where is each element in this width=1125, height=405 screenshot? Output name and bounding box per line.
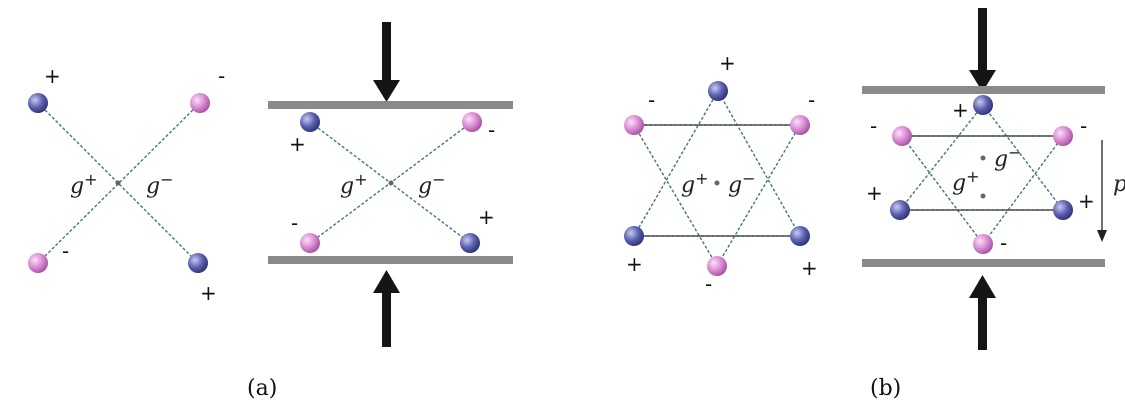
negative-ion — [892, 126, 912, 146]
plus-sign: + — [952, 98, 969, 122]
plus-sign: + — [44, 64, 61, 88]
plus-sign: + — [866, 181, 883, 205]
arrow-up-icon — [373, 270, 400, 293]
g-plus-label: g+ — [952, 167, 980, 196]
arrow-down-icon — [373, 80, 400, 102]
arrow-shaft — [978, 297, 987, 350]
arrow-shaft — [978, 8, 987, 70]
triangle-negative — [900, 135, 1065, 246]
minus-sign: - — [218, 64, 225, 88]
center-dot — [714, 180, 720, 186]
bottom-plate — [862, 259, 1105, 267]
plus-sign: + — [626, 252, 643, 276]
negative-ion — [973, 234, 993, 254]
g-minus-label: g− — [418, 170, 446, 199]
negative-ion — [624, 115, 644, 135]
positive-ion — [890, 200, 910, 220]
arrow-shaft — [382, 22, 391, 80]
plus-sign: + — [289, 132, 306, 156]
g-plus-label: g+ — [70, 170, 98, 199]
arrow-down-icon — [969, 70, 996, 92]
minus-sign: - — [488, 118, 495, 142]
arrow-shaft — [382, 292, 391, 347]
arrow-up-icon — [969, 275, 996, 298]
g-plus-label: g+ — [340, 170, 368, 199]
triangle-positive — [632, 89, 802, 237]
g-minus-label: g− — [728, 169, 756, 198]
minus-sign: - — [1080, 114, 1087, 138]
top-plate — [268, 101, 513, 109]
positive-ion — [300, 112, 320, 132]
caption-a: (a) — [247, 376, 277, 401]
minus-sign: - — [808, 88, 815, 112]
negative-ion — [190, 93, 210, 113]
triangle-negative — [632, 124, 802, 268]
positive-ion — [28, 93, 48, 113]
plus-sign: + — [801, 256, 818, 280]
positive-ion — [188, 253, 208, 273]
minus-sign: - — [870, 114, 877, 138]
g-minus-label: g− — [146, 170, 174, 199]
minus-sign: - — [62, 239, 69, 263]
center-dot — [388, 180, 394, 186]
negative-ion — [1053, 126, 1073, 146]
plus-sign: + — [1078, 189, 1095, 213]
top-plate — [862, 86, 1105, 94]
positive-ion — [460, 233, 480, 253]
plus-sign: + — [200, 281, 217, 305]
bond-line — [37, 102, 199, 264]
panel-b-unstressed: + - - + + - g+ g− — [624, 51, 818, 296]
positive-ion — [1053, 200, 1073, 220]
panel-b-compressed: + - - + + - g− g+ p — [862, 8, 1125, 350]
arrow-down-icon — [1097, 230, 1107, 242]
negative-ion — [707, 256, 727, 276]
minus-sign: - — [705, 272, 712, 296]
p-label: p — [1113, 172, 1125, 197]
positive-ion — [708, 81, 728, 101]
caption-b: (b) — [870, 376, 901, 401]
minus-sign: - — [1000, 231, 1007, 255]
center-dot — [115, 180, 121, 186]
panel-a-unstressed: + - - + g+ g− — [28, 64, 225, 305]
center-dot — [980, 155, 986, 161]
negative-ion — [790, 115, 810, 135]
negative-ion — [28, 253, 48, 273]
center-dot — [980, 193, 986, 199]
positive-ion — [973, 95, 993, 115]
plus-sign: + — [719, 51, 736, 75]
minus-sign: - — [291, 211, 298, 235]
panel-a-compressed: + - - + g+ g− — [268, 22, 513, 347]
bottom-plate — [268, 256, 513, 264]
g-plus-label: g+ — [681, 169, 709, 198]
positive-ion — [790, 226, 810, 246]
negative-ion — [300, 233, 320, 253]
negative-ion — [462, 112, 482, 132]
positive-ion — [624, 226, 644, 246]
plus-sign: + — [478, 205, 495, 229]
bond-line — [37, 102, 201, 264]
g-minus-label: g− — [994, 143, 1022, 172]
minus-sign: - — [648, 88, 655, 112]
